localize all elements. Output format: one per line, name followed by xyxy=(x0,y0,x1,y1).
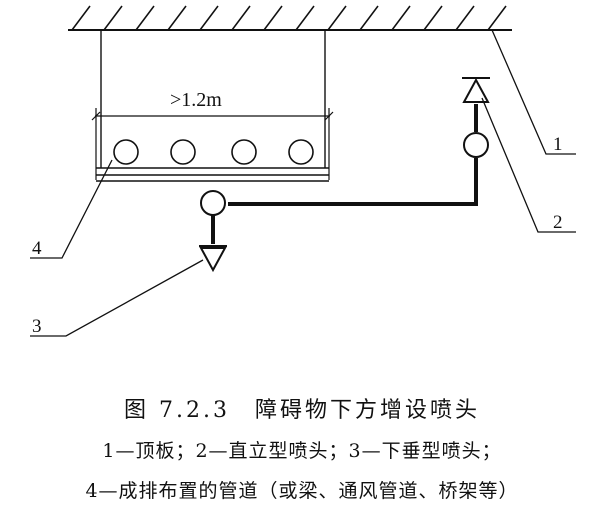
callout-4: 4 xyxy=(32,238,42,259)
pipe-fittings xyxy=(200,132,489,216)
callout-3: 3 xyxy=(32,316,42,337)
dimension-label: >1.2m xyxy=(170,89,222,111)
pendent-sprinkler xyxy=(199,245,227,273)
branch-pipe xyxy=(211,104,478,244)
leader-lines xyxy=(30,29,576,337)
pipe-row xyxy=(113,139,314,165)
callout-2: 2 xyxy=(553,212,563,233)
upright-sprinkler xyxy=(462,77,490,103)
legend-line-2: 4—成排布置的管道（或梁、通风管道、桥架等） xyxy=(85,480,519,502)
hanger-rods xyxy=(100,30,326,168)
pipe-support-tray xyxy=(96,167,329,182)
figure-title: 图 7.2.3 障碍物下方增设喷头 xyxy=(124,398,480,423)
ceiling-slab xyxy=(68,5,512,31)
callout-1: 1 xyxy=(553,134,563,155)
sprinkler-diagram: >1.2m 1 2 3 4 xyxy=(30,5,576,337)
legend-line-1: 1—顶板；2—直立型喷头；3—下垂型喷头； xyxy=(102,440,502,462)
